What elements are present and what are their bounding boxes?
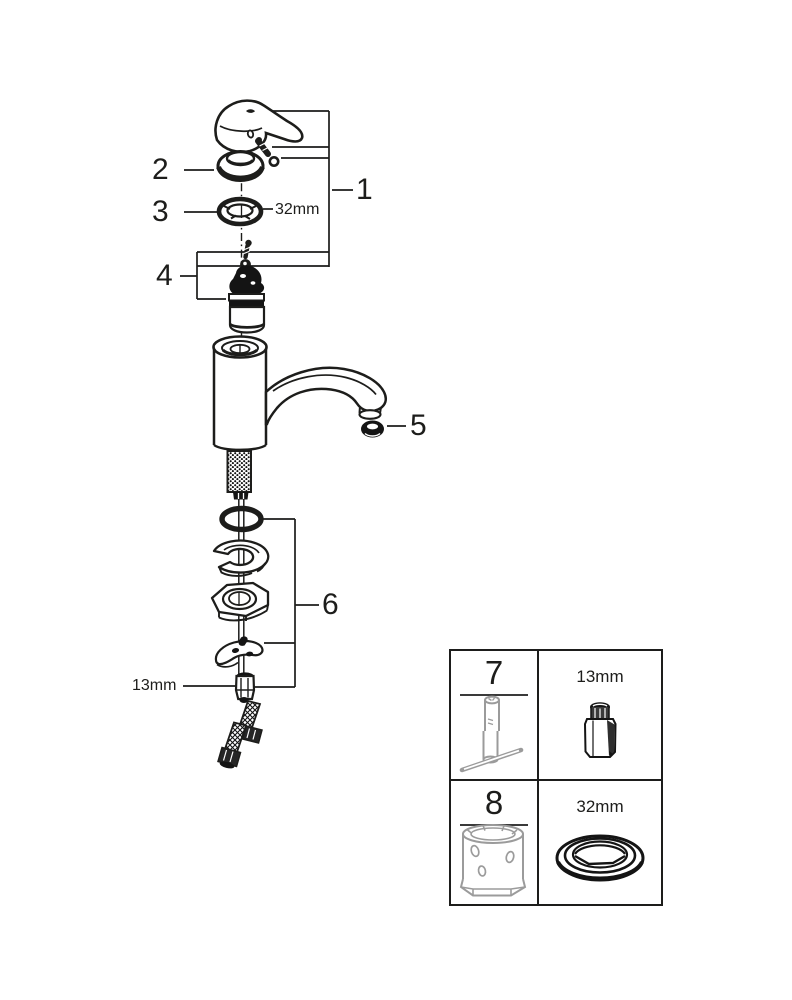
part-label-4: 4 — [156, 259, 173, 292]
cartridge-socket-tool-icon — [459, 824, 527, 897]
size-callout-32mm: 32mm — [275, 201, 320, 218]
cartridge-part4 — [228, 265, 266, 334]
tool-number-8: 8 — [484, 784, 504, 821]
tool-cell-8: 8 — [451, 779, 537, 904]
horseshoe-washer-part6 — [212, 539, 270, 577]
tool-cell-32mm: 32mm — [537, 779, 661, 904]
collar-nut-part3 — [216, 196, 264, 227]
tool-cell-13mm: 13mm — [537, 651, 661, 779]
tool-cell-7: 7 — [451, 651, 537, 779]
faucet-body — [212, 335, 268, 452]
callout-lines — [180, 110, 406, 688]
part-label-5: 5 — [410, 409, 427, 442]
handle-screw — [255, 137, 280, 168]
socket-adapter-icon — [583, 702, 617, 758]
clamp-bracket-part6 — [214, 636, 264, 668]
aerator-part5 — [361, 420, 384, 438]
lever-handle — [214, 99, 304, 154]
mounting-nut-part6 — [210, 581, 270, 622]
tool-number-7: 7 — [484, 654, 504, 691]
tool-number-7-underline — [460, 694, 528, 696]
part-label-6: 6 — [322, 588, 339, 621]
threaded-shank — [226, 450, 252, 500]
o-ring-part6 — [219, 505, 264, 533]
tool-size-32mm: 32mm — [576, 797, 624, 816]
supply-hoses — [217, 697, 263, 769]
swivel-spout — [264, 366, 387, 426]
size-callout-13mm: 13mm — [132, 677, 177, 694]
part-label-3: 3 — [152, 195, 169, 228]
mounting-ring-nut-icon — [555, 834, 645, 882]
hose-nut-13mm — [234, 672, 256, 701]
part-label-1: 1 — [356, 173, 373, 206]
part-label-2: 2 — [152, 153, 169, 186]
service-tools-table: 7 13mm — [449, 649, 663, 906]
tool-size-13mm: 13mm — [576, 667, 624, 686]
t-bar-socket-wrench-icon — [459, 695, 524, 773]
dome-cap-part2 — [216, 150, 265, 182]
